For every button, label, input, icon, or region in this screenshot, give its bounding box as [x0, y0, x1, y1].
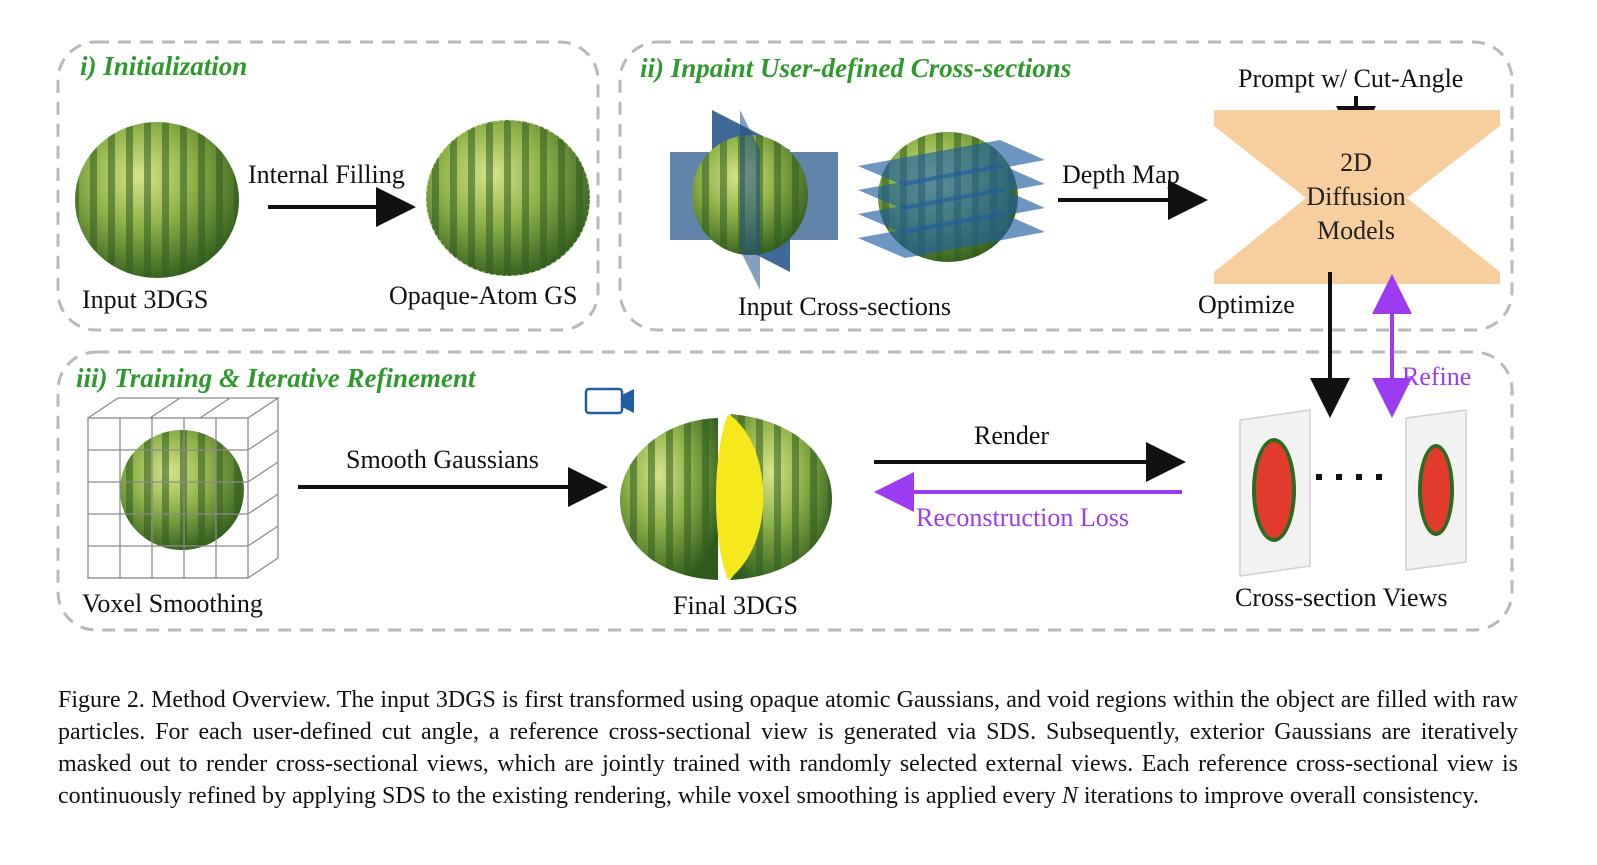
label-reconstruction-loss: Reconstruction Loss [916, 503, 1129, 532]
cross-section-view-right [1405, 409, 1467, 571]
label-refine: Refine [1402, 362, 1471, 391]
panel-title-inpaint: ii) Inpaint User-defined Cross-sections [640, 53, 1071, 83]
panel-initialization [56, 40, 600, 332]
panel-training [56, 350, 1514, 632]
label-input-cross-sections: Input Cross-sections [738, 292, 951, 321]
method-overview-diagram: i) Initialization ii) Inpaint User-defin… [56, 40, 1514, 632]
watermelon-opaque-atom [425, 119, 591, 277]
diffusion-label-line3: Models [1317, 216, 1395, 245]
label-smooth-gaussians: Smooth Gaussians [346, 445, 539, 474]
label-voxel-smoothing: Voxel Smoothing [82, 589, 263, 618]
watermelon-final-3dgs [620, 414, 832, 580]
panel-title-initialization: i) Initialization [80, 51, 247, 81]
cross-section-planes-horizontal [858, 132, 1045, 262]
diffusion-model-block [1214, 110, 1500, 284]
cross-section-view-left [1239, 409, 1311, 577]
caption-tail: iterations to improve overall consistenc… [1077, 783, 1479, 809]
label-optimize: Optimize [1198, 290, 1295, 319]
label-render: Render [974, 421, 1049, 450]
figure-caption: Figure 2. Method Overview. The input 3DG… [58, 684, 1518, 812]
caption-variable: N [1061, 783, 1078, 809]
cross-section-planes-vertical [670, 110, 838, 290]
voxel-grid-icon [87, 397, 281, 579]
panel-title-training: iii) Training & Iterative Refinement [76, 363, 477, 393]
camera-icon [584, 387, 634, 415]
diffusion-label-line2: Diffusion [1306, 182, 1405, 211]
caption-lead: Figure 2. Method Overview. The input 3DG… [58, 687, 1518, 809]
label-input-3dgs: Input 3DGS [82, 285, 208, 314]
panel-inpaint [618, 40, 1514, 332]
diffusion-label-line1: 2D [1340, 148, 1372, 177]
watermelon-input-3dgs [75, 122, 239, 278]
label-cross-section-views: Cross-section Views [1235, 583, 1447, 612]
ellipsis-dots [1316, 474, 1382, 480]
label-depth-map: Depth Map [1062, 160, 1180, 189]
label-prompt: Prompt w/ Cut-Angle [1238, 64, 1463, 93]
label-internal-filling: Internal Filling [248, 160, 405, 189]
label-final-3dgs: Final 3DGS [673, 591, 798, 620]
label-opaque-atom-gs: Opaque-Atom GS [389, 281, 577, 310]
